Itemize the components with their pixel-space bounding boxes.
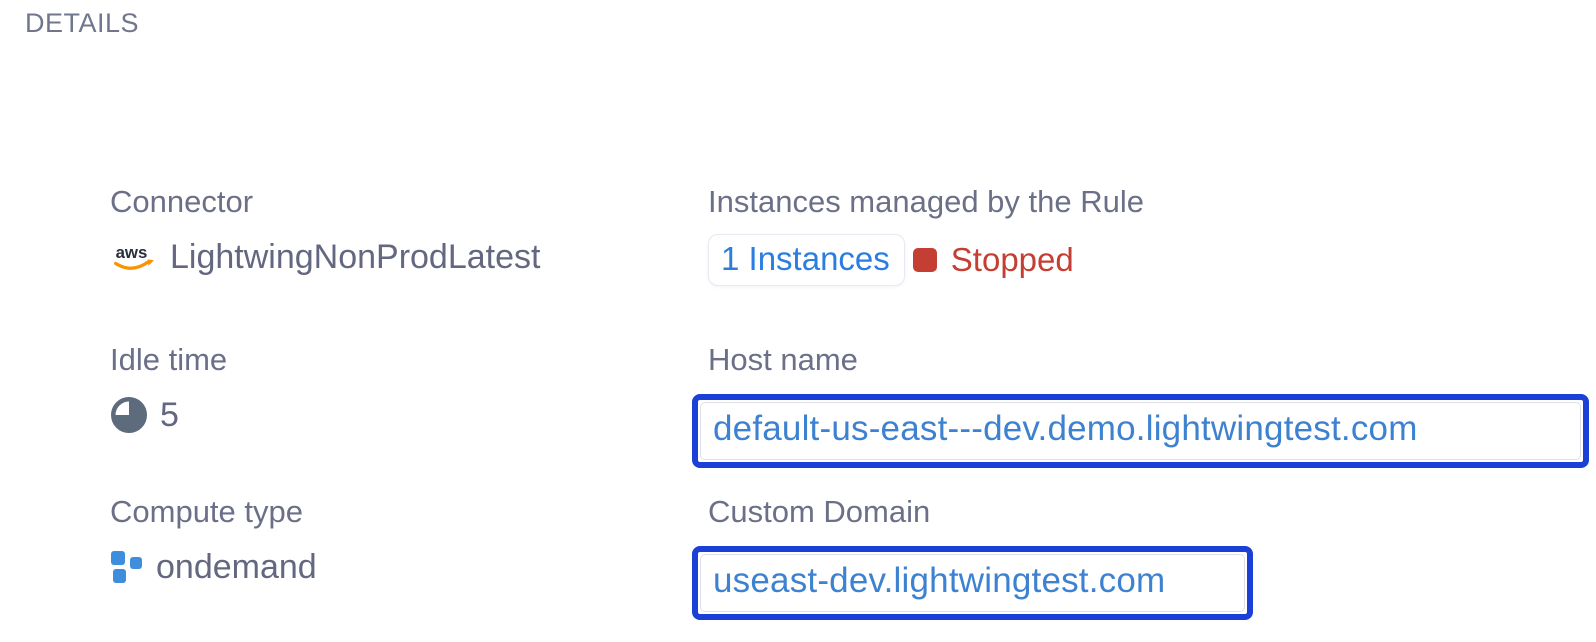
host-name-link-box[interactable]: default-us-east---dev.demo.lightwingtest…	[692, 394, 1589, 468]
connector-value: LightwingNonProdLatest	[170, 238, 541, 276]
svg-text:aws: aws	[116, 243, 148, 262]
connector-field: Connector aws LightwingNonProdLatest	[110, 182, 540, 278]
custom-domain-link-box[interactable]: useast-dev.lightwingtest.com	[692, 546, 1253, 620]
pie-quarter-icon	[110, 396, 148, 434]
stopped-status-icon	[912, 248, 937, 272]
compute-type-value: ondemand	[156, 548, 317, 586]
instances-field: Instances managed by the Rule 1 Instance…	[708, 182, 1144, 286]
connector-label: Connector	[110, 184, 254, 219]
host-name-field: Host name default-us-east---dev.demo.lig…	[692, 340, 1589, 468]
section-title: DETAILS	[25, 8, 140, 38]
compute-type-field: Compute type ondemand	[110, 492, 317, 588]
custom-domain-label: Custom Domain	[708, 494, 931, 529]
host-name-link[interactable]: default-us-east---dev.demo.lightwingtest…	[713, 409, 1418, 448]
compute-type-label: Compute type	[110, 494, 303, 529]
idle-time-value: 5	[160, 396, 179, 434]
instances-status: Stopped	[950, 241, 1074, 278]
idle-time-label: Idle time	[110, 342, 228, 377]
custom-domain-field: Custom Domain useast-dev.lightwingtest.c…	[692, 492, 1253, 620]
idle-time-field: Idle time 5	[110, 340, 227, 436]
host-name-label: Host name	[708, 342, 858, 377]
aws-icon: aws	[110, 240, 158, 274]
instances-count-link[interactable]: 1 Instances	[708, 234, 905, 286]
blocks-icon	[110, 548, 144, 586]
custom-domain-link[interactable]: useast-dev.lightwingtest.com	[713, 561, 1166, 600]
instances-label: Instances managed by the Rule	[708, 184, 1144, 219]
